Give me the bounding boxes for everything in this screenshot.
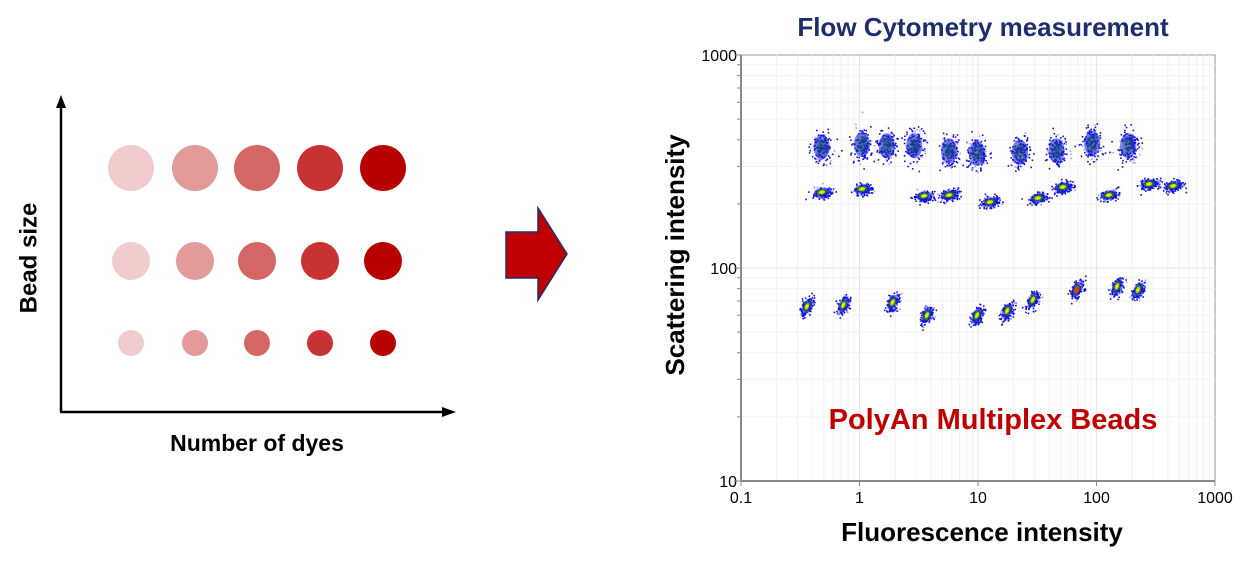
- schematic: Bead size Number of dyes: [15, 95, 456, 456]
- bead-large-4: [297, 145, 343, 191]
- cluster-point: [1067, 275, 1087, 305]
- bead-large-3: [234, 145, 280, 191]
- bead-grid: [108, 145, 406, 356]
- y-axis-label: Bead size: [15, 203, 42, 314]
- cluster-point: [798, 292, 816, 320]
- bead-small-2: [182, 330, 208, 356]
- cluster-point: [1007, 132, 1035, 172]
- cluster-point: [1021, 191, 1056, 206]
- grid: [740, 55, 1215, 482]
- bead-medium-5: [364, 242, 402, 280]
- plot-x-label: Fluorescence intensity: [841, 517, 1123, 547]
- ticks: 0.1 1 10 100 1000 10 100 1000: [701, 48, 1232, 507]
- bead-small-1: [118, 330, 144, 356]
- x-tick-label: 10: [969, 490, 987, 507]
- cluster-point: [934, 187, 963, 205]
- bead-medium-4: [301, 242, 339, 280]
- x-axis-label: Number of dyes: [170, 430, 344, 456]
- cluster-point: [998, 299, 1018, 327]
- bead-small-4: [307, 330, 333, 356]
- cluster-point: [1021, 290, 1044, 315]
- cluster-point: [919, 304, 938, 332]
- cluster-point: [1096, 186, 1121, 203]
- bead-small-3: [244, 330, 270, 356]
- cluster-point: [962, 130, 992, 174]
- cluster-point: [870, 127, 899, 166]
- cluster-point: [808, 128, 843, 167]
- cluster-point: [1128, 278, 1147, 302]
- cluster-point: [938, 132, 961, 172]
- plot-title: Flow Cytometry measurement: [797, 12, 1169, 42]
- cluster-point: [901, 126, 929, 173]
- x-tick-label: 1: [855, 490, 864, 507]
- cluster-point: [1078, 123, 1111, 166]
- cluster-point: [1156, 177, 1188, 196]
- bead-small-5: [370, 330, 396, 356]
- cluster-point: [850, 181, 876, 198]
- flow-cytometry-plot: Flow Cytometry measurement 0.1 1 10 100 1000…: [660, 12, 1233, 547]
- cluster-point: [833, 293, 852, 320]
- y-tick-label: 1000: [701, 48, 737, 65]
- bead-large-1: [108, 145, 154, 191]
- cluster-point: [910, 188, 940, 206]
- y-tick-label: 100: [710, 261, 737, 278]
- cluster-point: [883, 291, 904, 318]
- bead-large-5: [360, 145, 406, 191]
- cluster-point: [805, 182, 838, 201]
- cluster-point: [978, 193, 1004, 210]
- right-arrow-icon: [505, 205, 568, 303]
- x-tick-label: 0.1: [730, 490, 752, 507]
- cluster-point: [849, 111, 880, 170]
- plot-annotation: PolyAn Multiplex Beads: [829, 404, 1158, 436]
- cluster-point: [1107, 276, 1128, 301]
- x-tick-label: 1000: [1197, 490, 1233, 507]
- bead-medium-2: [176, 242, 214, 280]
- cluster-point: [1044, 127, 1077, 170]
- cluster-point: [1136, 177, 1164, 196]
- y-axis-arrowhead-icon: [56, 95, 66, 108]
- bead-medium-1: [112, 242, 150, 280]
- x-axis-arrowhead-icon: [442, 407, 456, 417]
- cluster-point: [1051, 178, 1076, 197]
- x-tick-label: 100: [1083, 490, 1110, 507]
- cluster-point: [968, 303, 987, 328]
- y-tick-label: 10: [719, 474, 737, 491]
- bead-large-2: [172, 145, 218, 191]
- bead-medium-3: [238, 242, 276, 280]
- cluster-point: [1111, 124, 1144, 171]
- plot-y-label: Scattering intensity: [660, 134, 690, 376]
- clusters: [798, 111, 1188, 332]
